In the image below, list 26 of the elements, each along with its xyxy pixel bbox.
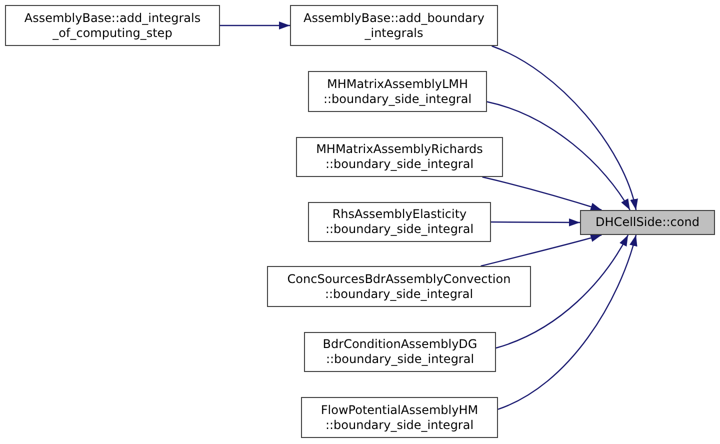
arrow [220, 22, 290, 30]
function-name: MHMatrixAssemblyRichards ::boundary_side_integral [315, 142, 484, 172]
arrow [491, 218, 580, 226]
function-name: BdrConditionAssemblyDG ::boundary_side_integral [322, 337, 478, 367]
function-name: AssemblyBase::add_boundary _integrals [302, 10, 486, 40]
arrow [486, 101, 630, 210]
function-name: AssemblyBase::add_integrals _of_computing_step [23, 10, 202, 40]
function-box [304, 332, 496, 372]
function-box [296, 137, 503, 177]
function-name: RhsAssemblyElasticity ::boundary_side_integral [324, 207, 475, 237]
arrow [496, 234, 629, 349]
function-box [308, 202, 491, 242]
arrow [498, 234, 637, 410]
function-box [5, 5, 220, 46]
arrow [492, 45, 638, 210]
function-name: ConcSourcesBdrAssemblyConvection ::boundary_side_integral [286, 272, 512, 302]
arrow [480, 234, 602, 267]
function-box [308, 71, 487, 112]
arrow [482, 176, 602, 211]
function-name: MHMatrixAssemblyLMH ::boundary_side_integral [322, 76, 473, 106]
function-box [301, 397, 498, 438]
function-name: FlowPotentialAssemblyHM ::boundary_side_integral [320, 402, 480, 432]
function-name: DHCellSide::cond [596, 215, 700, 230]
function-box [580, 210, 715, 235]
function-box [290, 5, 498, 46]
function-box [267, 266, 531, 307]
